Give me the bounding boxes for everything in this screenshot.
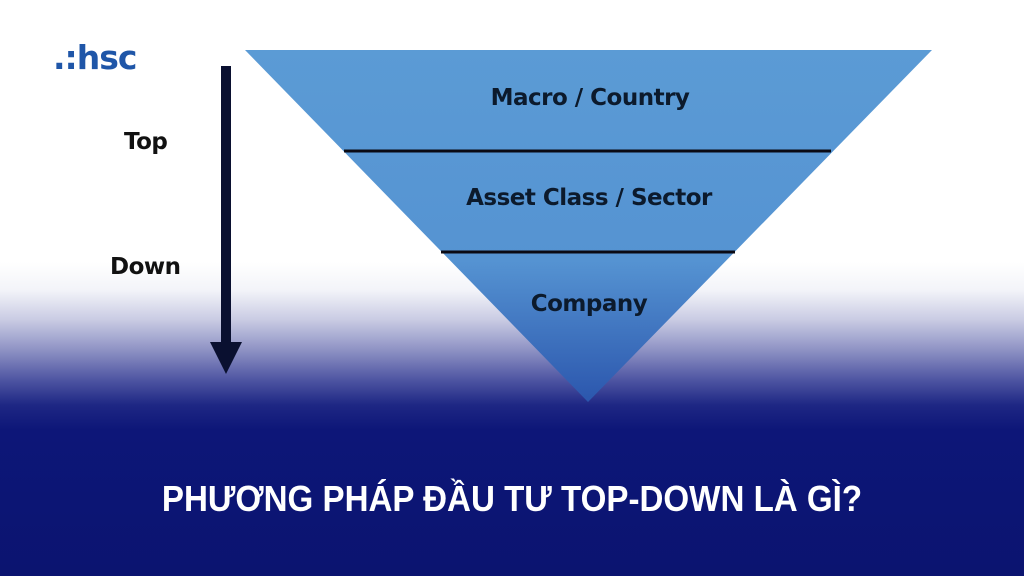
page-title: PHƯƠNG PHÁP ĐẦU TƯ TOP-DOWN LÀ GÌ?	[161, 478, 863, 519]
top-label: Top	[124, 129, 168, 155]
layer-asset-class-sector: Asset Class / Sector	[466, 185, 712, 211]
layer-company: Company	[530, 291, 648, 317]
inverted-pyramid	[245, 50, 932, 402]
hsc-logo: .:hsc	[53, 38, 137, 77]
down-label: Down	[110, 254, 181, 280]
down-arrow-icon	[210, 66, 242, 374]
layer-macro-country: Macro / Country	[490, 85, 690, 111]
